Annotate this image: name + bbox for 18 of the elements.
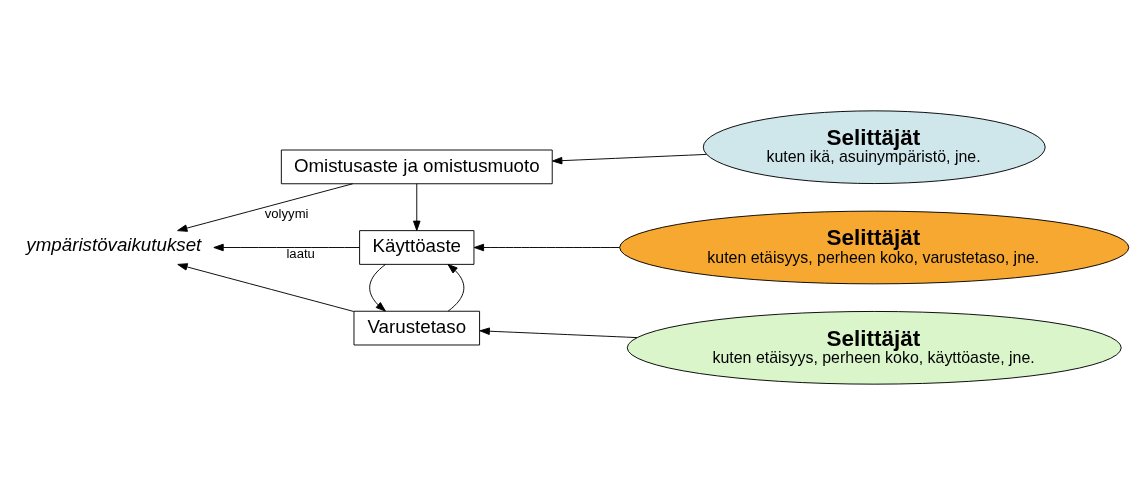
edge-label: volyymi (264, 205, 309, 221)
edge-label: laatu (286, 246, 315, 261)
arrow (213, 243, 360, 252)
arrow (473, 243, 620, 252)
node-box: Käyttöaste (359, 230, 475, 265)
node-box: Omistusaste ja omistusmuoto (280, 149, 553, 185)
arrow (177, 263, 355, 312)
node-ellipse: Selittäjät kuten etäisyys, perheen koko, käyttöaste, jne. (626, 310, 1122, 385)
arrow (552, 153, 708, 165)
arrow (369, 263, 387, 312)
arrow (447, 263, 465, 312)
node-ellipse: Selittäjät kuten ikä, asuinympäristö, jne. (702, 110, 1046, 184)
arrow (413, 183, 421, 231)
node-ellipse: Selittäjät kuten etäisyys, perheen koko, varustetaso, jne. (619, 210, 1130, 285)
arrow (177, 183, 354, 232)
arrow (479, 327, 638, 339)
node-text: ympäristövaikutukset (26, 234, 202, 256)
node-box: Varustetaso (353, 310, 481, 346)
